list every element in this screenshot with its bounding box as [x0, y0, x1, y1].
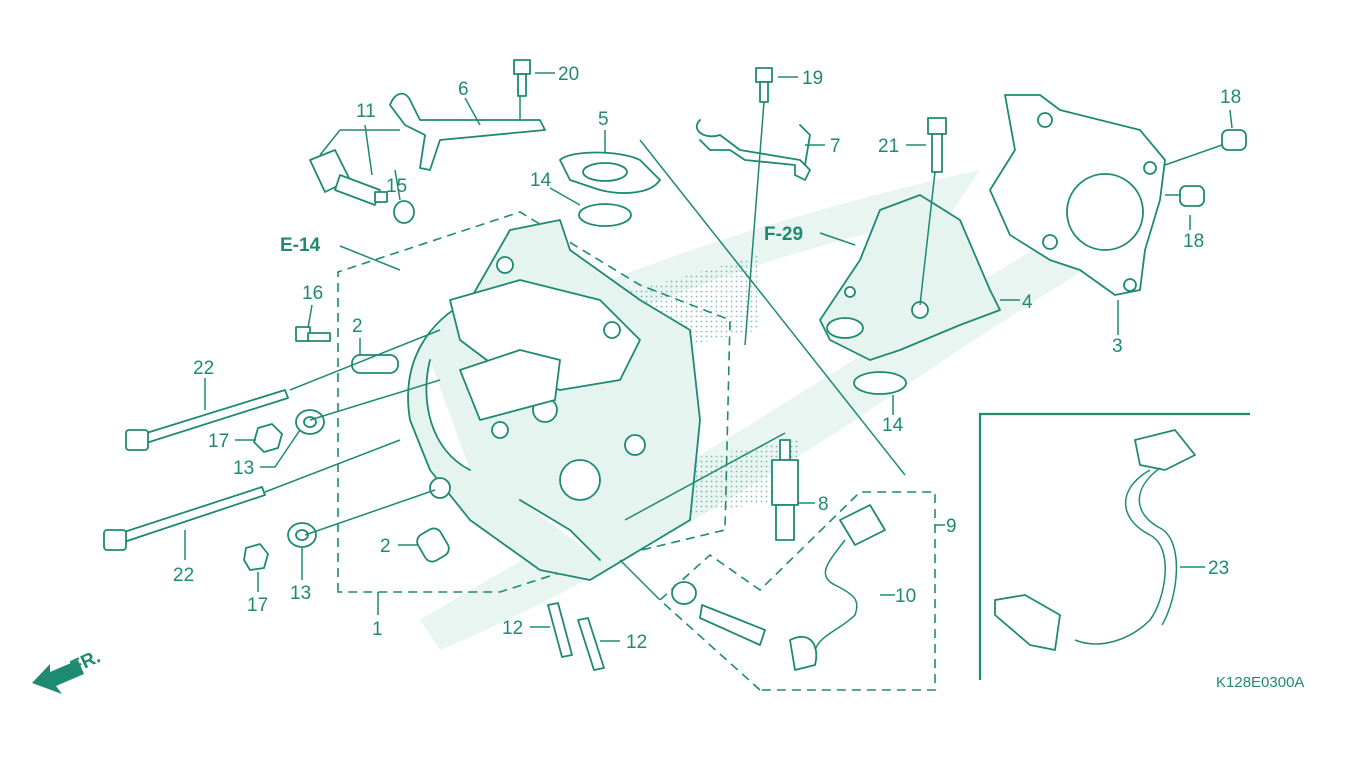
stud-bolt-22-bottom	[103, 486, 266, 551]
callout-15: 15	[386, 176, 407, 197]
callout-22-top: 22	[193, 358, 214, 379]
spark-plug-8	[771, 439, 799, 541]
callout-1: 1	[372, 619, 383, 640]
clip-7	[695, 119, 811, 181]
callout-22-bottom: 22	[173, 565, 194, 586]
callout-23: 23	[1208, 558, 1229, 579]
dowel-pin-2-bottom	[416, 527, 450, 563]
drawing-code: K128E0300A	[1216, 674, 1304, 691]
bolt-19	[755, 67, 773, 103]
callout-20: 20	[558, 64, 579, 85]
callout-18-bottom: 18	[1183, 231, 1204, 252]
nut-17-top	[253, 423, 283, 453]
bracket-6	[389, 92, 546, 171]
gasket-3	[989, 94, 1166, 296]
callout-13-bottom: 13	[290, 583, 311, 604]
o-ring-14-top	[578, 203, 632, 227]
stud-12-left	[547, 602, 573, 658]
callout-21: 21	[878, 136, 899, 157]
callout-3: 3	[1112, 336, 1123, 357]
stud-bolt-22-top	[125, 389, 289, 451]
stud-12-right	[577, 617, 605, 671]
dowel-pin-2-top	[351, 354, 399, 374]
callout-11: 11	[356, 101, 376, 122]
leader-lines	[184, 72, 1233, 642]
o-ring-15	[393, 200, 415, 224]
bolt-16	[295, 326, 331, 342]
cylinder-head	[407, 219, 701, 581]
callout-16: 16	[302, 283, 323, 304]
dowel-18-bottom	[1179, 185, 1205, 207]
sensor-box-23	[978, 412, 1250, 680]
callout-10: 10	[895, 586, 916, 607]
front-direction-arrow	[32, 660, 84, 694]
reference-e14[interactable]: E-14	[280, 235, 321, 256]
callout-14-top: 14	[530, 170, 552, 191]
callout-19: 19	[802, 68, 823, 89]
callout-8: 8	[818, 494, 829, 515]
reference-f29[interactable]: F-29	[764, 224, 803, 245]
callout-7: 7	[830, 136, 841, 157]
o-ring-14-bottom	[853, 371, 907, 395]
callout-18-top: 18	[1220, 87, 1241, 108]
callout-2-top: 2	[352, 316, 363, 337]
dowel-18-top	[1221, 129, 1247, 151]
insulator-4	[819, 194, 1001, 361]
labels: 20 19 6 18 11 5 7 21 15 14 E-14 F-29 18 …	[67, 64, 1304, 691]
callout-13-top: 13	[233, 458, 254, 479]
sensor-assembly-9	[658, 491, 936, 691]
washer-13-bottom	[287, 522, 317, 548]
callout-5: 5	[598, 109, 609, 130]
callout-17-bottom: 17	[247, 595, 268, 616]
callout-4: 4	[1022, 292, 1033, 313]
nut-17-bottom	[243, 543, 269, 571]
cylinder-head-outline	[337, 211, 731, 593]
bolt-21	[927, 117, 947, 173]
sensor-11	[309, 149, 388, 206]
callout-12-left: 12	[502, 618, 523, 639]
callout-9: 9	[946, 516, 957, 537]
bolt-20	[513, 59, 531, 97]
callout-6: 6	[458, 79, 469, 100]
callout-2-bottom: 2	[380, 536, 391, 557]
callout-17-top: 17	[208, 431, 229, 452]
callout-14-bottom: 14	[882, 415, 904, 436]
callout-12-right: 12	[626, 632, 647, 653]
gasket-5	[559, 151, 661, 194]
